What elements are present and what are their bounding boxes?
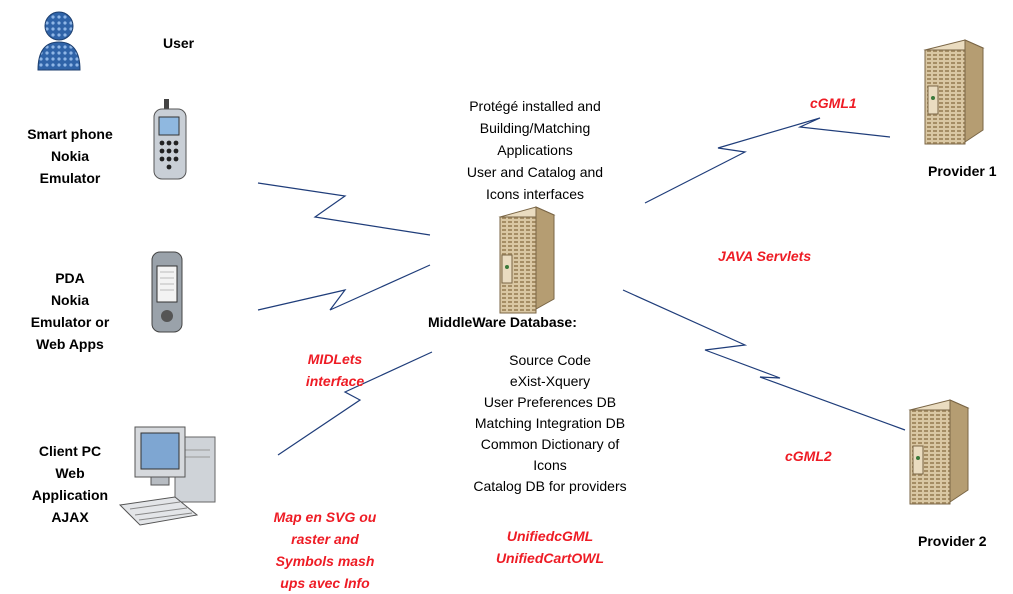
desktop-pc-icon	[115, 425, 225, 530]
user-icon	[32, 8, 87, 73]
pda-icon	[148, 250, 188, 335]
middleware-title: MiddleWare Database:	[428, 314, 577, 330]
java-servlets-annotation: JAVA Servlets	[718, 248, 812, 264]
middleware-top-notes: Protégé installed and Building/Matching …	[466, 98, 604, 202]
provider2-label: Provider 2	[918, 533, 987, 549]
link-middleware-provider2	[622, 289, 906, 431]
middleware-items: Source Code eXist-Xquery User Preference…	[473, 352, 627, 494]
provider1-server-icon	[915, 38, 990, 148]
pda-label: PDA Nokia Emulator or Web Apps	[30, 270, 110, 352]
link-pda-middleware	[257, 264, 431, 311]
cgml1-annotation: cGML1	[810, 95, 857, 111]
link-middleware-provider1	[644, 117, 891, 204]
unified-labels: UnifiedcGML UnifiedCartOWL	[495, 528, 605, 566]
map-annotation: Map en SVG ou raster and Symbols mash up…	[273, 509, 377, 591]
provider1-label: Provider 1	[928, 163, 997, 179]
midlets-annotation: MIDLets interface	[305, 351, 365, 389]
provider2-server-icon	[900, 398, 975, 508]
link-smartphone-middleware	[257, 182, 431, 236]
middleware-server-icon	[490, 205, 560, 315]
client-pc-label: Client PC Web Application AJAX	[31, 443, 109, 525]
cgml2-annotation: cGML2	[785, 448, 832, 464]
smartphone-icon	[148, 97, 193, 182]
user-label: User	[163, 35, 195, 51]
smartphone-label: Smart phone Nokia Emulator	[27, 126, 113, 186]
link-client-middleware	[277, 351, 433, 456]
